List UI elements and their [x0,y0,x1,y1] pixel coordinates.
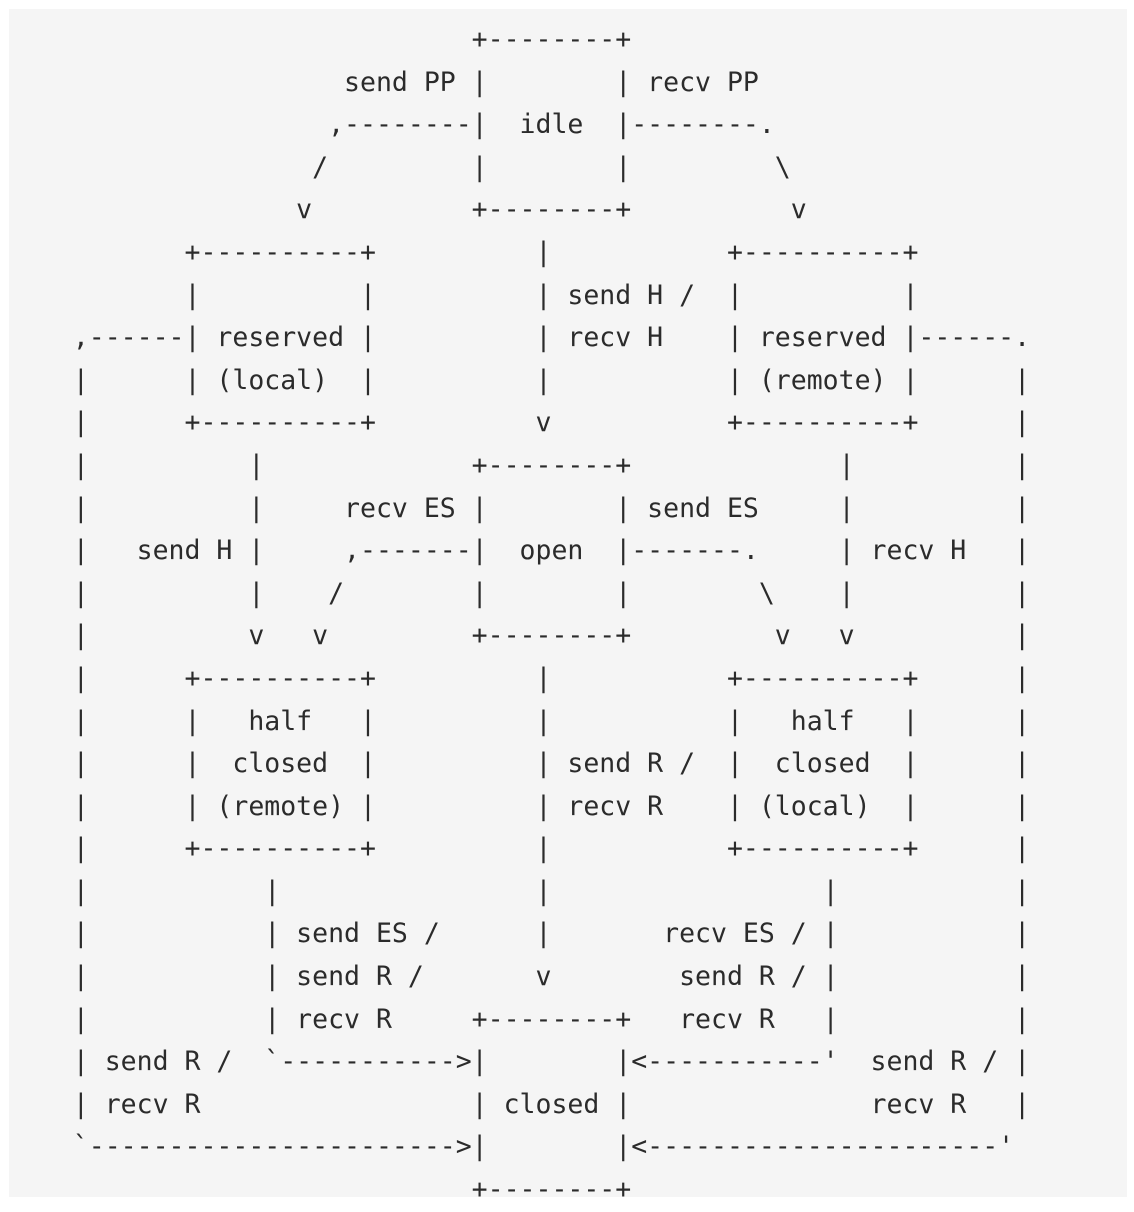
diagram-line: | | (local) | | | (remote) | | [9,364,1031,396]
diagram-line: | | send R / v send R / | | [9,961,1031,993]
diagram-line: | | closed | | send R / | closed | | [9,748,1031,780]
diagram-line: | send H | ,-------| open |-------. | re… [9,535,1031,567]
diagram-line: v +--------+ v [9,194,807,226]
diagram-line: / | | \ [9,151,791,183]
diagram-line: | | / | | \ | | [9,577,1031,609]
diagram-line: +----------+ | +----------+ [9,236,919,268]
diagram-line: | +----------+ | +----------+ | [9,662,1031,694]
diagram-panel: +--------+ send PP | | recv PP ,--------… [9,9,1127,1205]
diagram-line: | | recv ES | | send ES | | [9,492,1031,524]
diagram-line: | +----------+ | +----------+ | [9,833,1031,865]
diagram-line: | | half | | | half | | [9,705,1031,737]
diagram-line: send PP | | recv PP [9,66,759,98]
diagram-line: | +----------+ v +----------+ | [9,407,1031,439]
diagram-line: | recv R | closed | recv R | [9,1088,1031,1120]
diagram-line: | | +--------+ | | [9,449,1031,481]
diagram-line: +--------+ [9,1174,632,1206]
diagram-line: +--------+ [9,24,632,55]
diagram-line: | | (remote) | | recv R | (local) | | [9,790,1031,822]
diagram-line: ,------| reserved | | recv H | reserved … [9,322,1031,354]
diagram-line: `----------------------->| |<-----------… [9,1131,1015,1163]
diagram-line: | | | | | [9,875,1031,907]
diagram-line: | v v +--------+ v v | [9,620,1031,652]
http2-stream-state-diagram: +--------+ send PP | | recv PP ,--------… [9,19,1030,1212]
diagram-line: | | | send H / | | [9,279,919,311]
diagram-line: | | recv R +--------+ recv R | | [9,1003,1031,1035]
diagram-line: | | send ES / | recv ES / | | [9,918,1031,950]
diagram-line: | send R / `----------->| |<-----------'… [9,1046,1031,1078]
diagram-line: ,--------| idle |--------. [9,109,775,141]
